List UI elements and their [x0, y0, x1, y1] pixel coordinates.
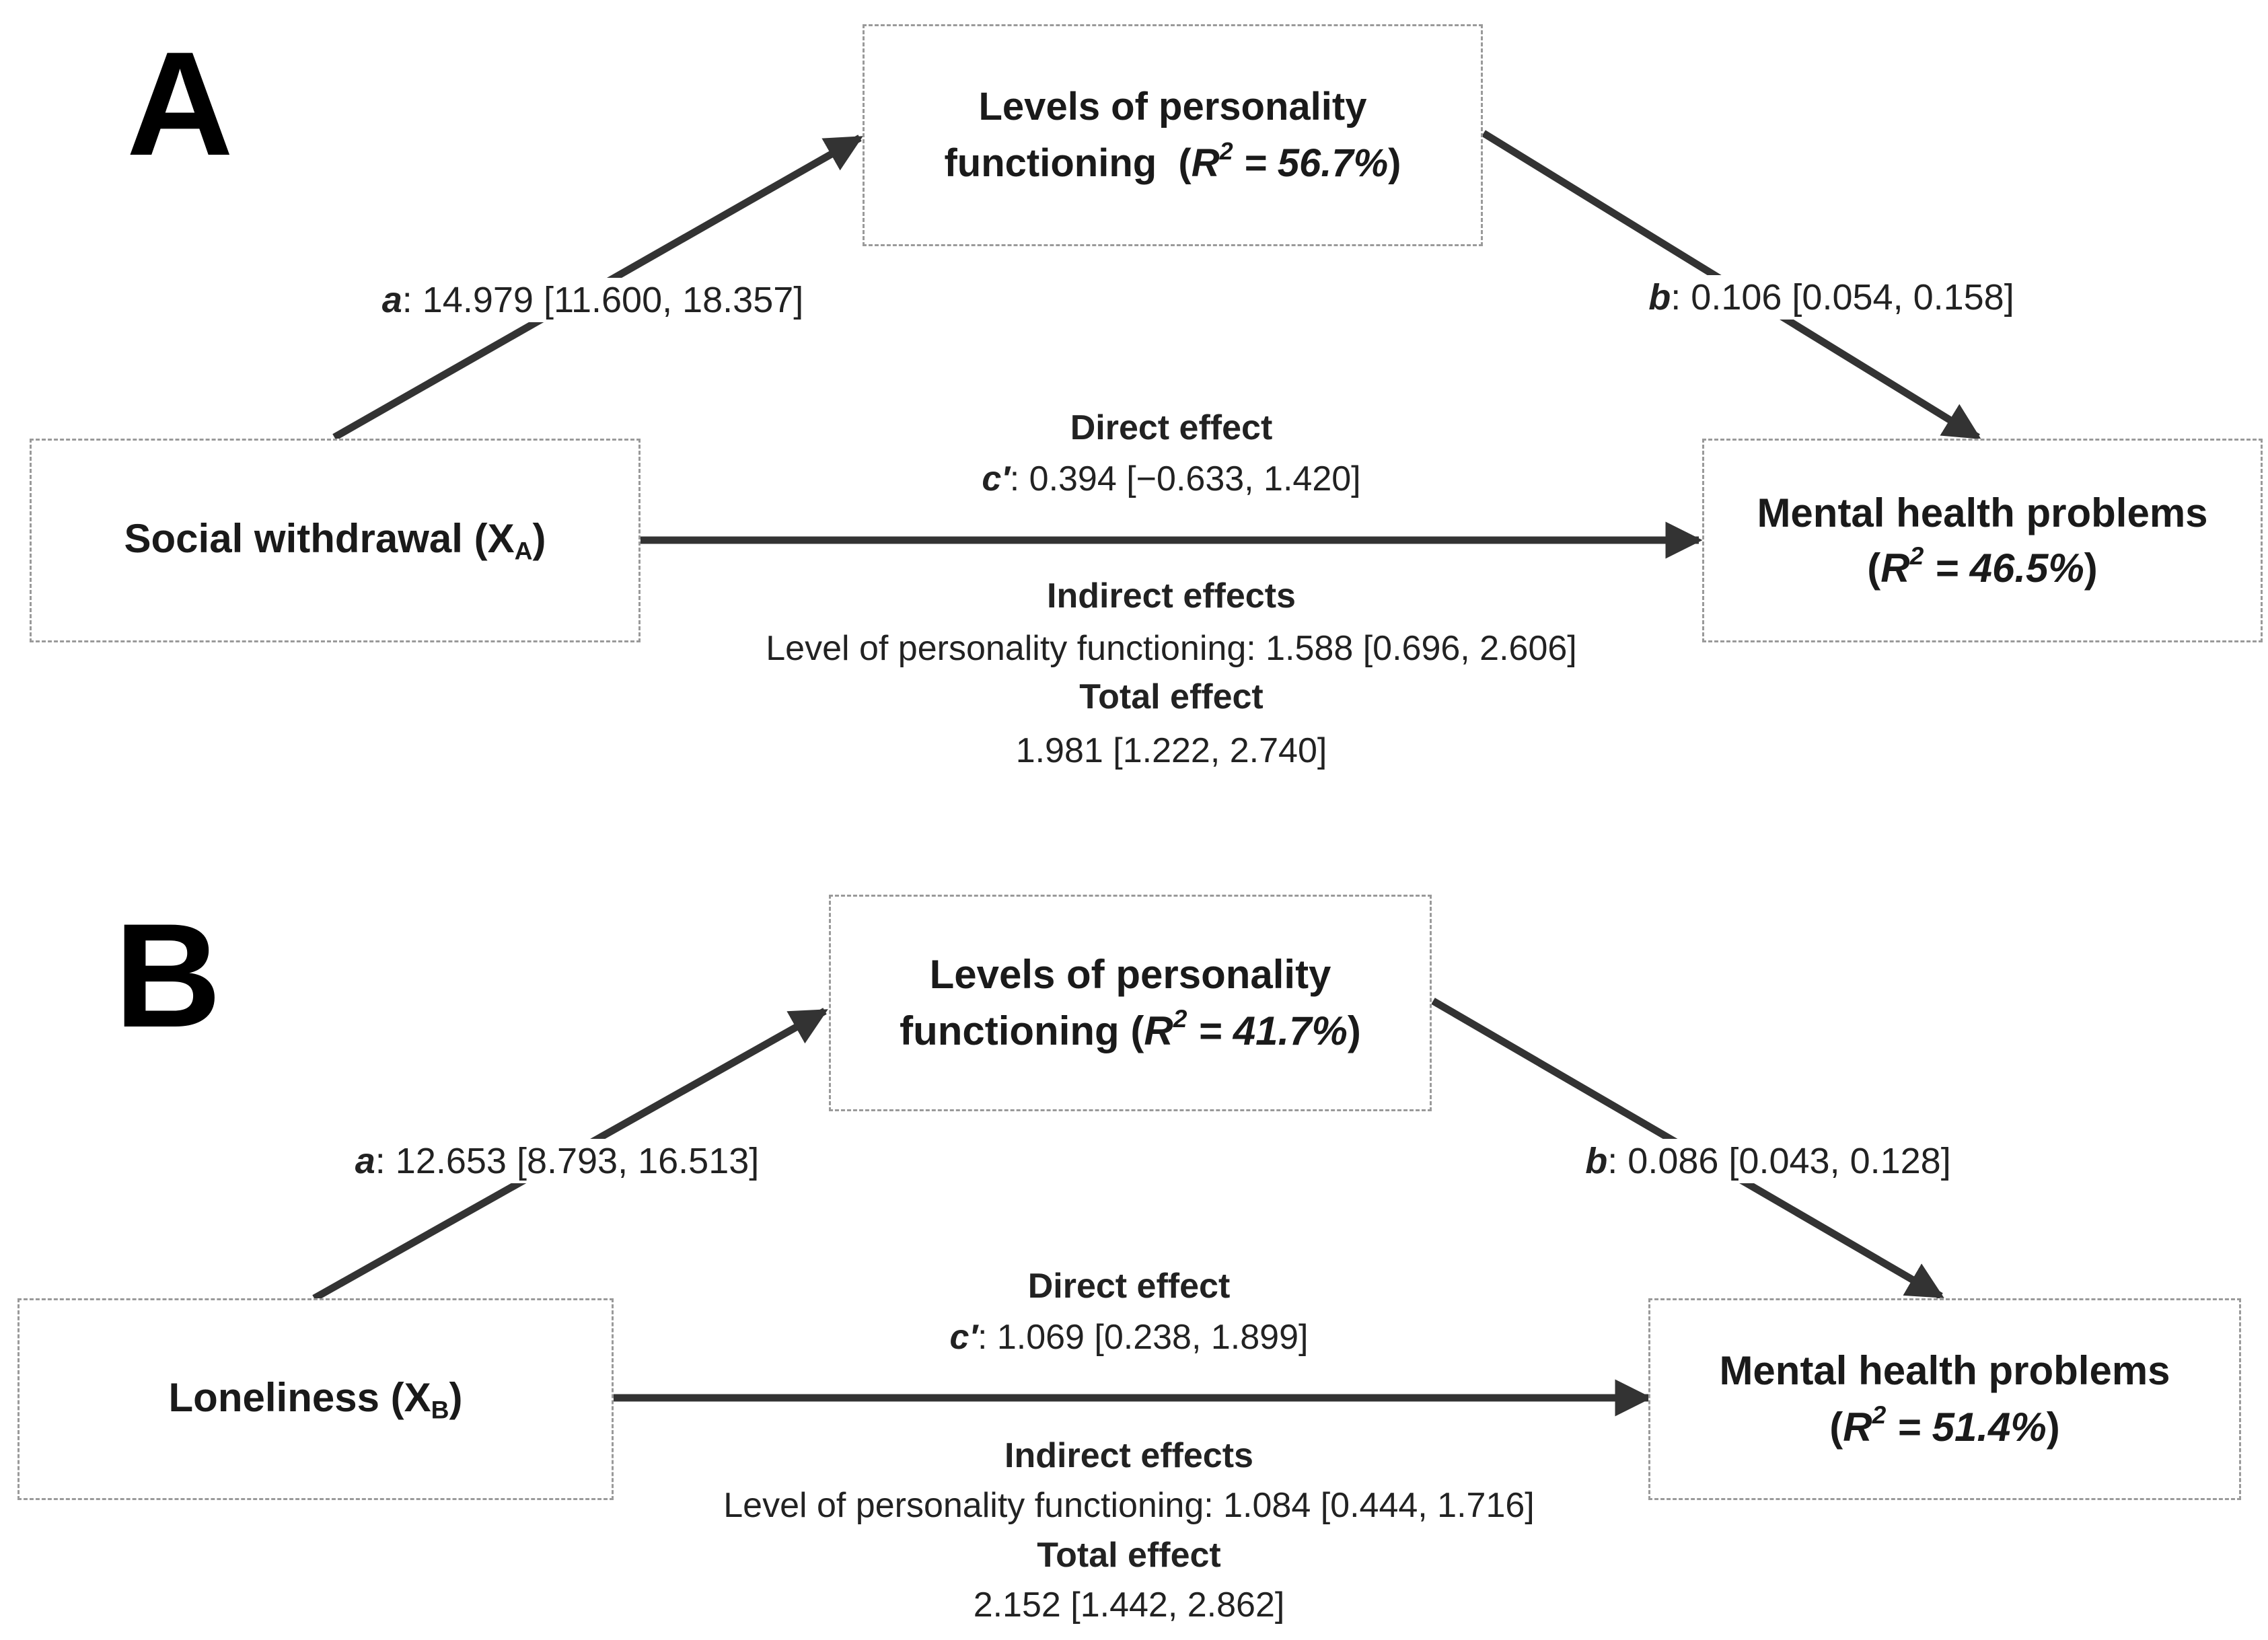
indirect-effects-title: Indirect effects [1004, 1436, 1253, 1475]
mediator-box: Levels of personality functioning (R2 = … [829, 895, 1432, 1111]
direct-effect-value: c′: 1.069 [0.238, 1.899] [949, 1318, 1309, 1357]
predictor-label: Loneliness (XB) [168, 1374, 463, 1424]
path-b-label: b: 0.106 [0.054, 0.158] [1643, 275, 2020, 320]
total-effect-value: 1.981 [1.222, 2.740] [1015, 731, 1327, 770]
total-effect-title: Total effect [1079, 677, 1264, 716]
direct-effect-title: Direct effect [1070, 408, 1273, 447]
mediator-box: Levels of personality functioning (R2 = … [863, 24, 1483, 246]
panel-label: B [114, 893, 221, 1058]
outcome-r2: (R2 = 51.4%) [1829, 1400, 2060, 1450]
mediator-line2: functioning (R2 = 41.7%) [900, 1004, 1361, 1053]
panel-b: B Levels of personality functioning (R2 … [0, 800, 2268, 1640]
indirect-effects-title: Indirect effects [1047, 576, 1296, 616]
outcome-box: Mental health problems (R2 = 46.5%) [1702, 439, 2263, 642]
direct-effect-title: Direct effect [1027, 1267, 1231, 1306]
mediator-line2: functioning (R2 = 56.7%) [944, 137, 1401, 185]
outcome-line1: Mental health problems [1719, 1348, 2170, 1393]
panel-label: A [126, 21, 233, 186]
path-a-label: a: 14.979 [11.600, 18.357] [376, 278, 809, 322]
outcome-r2: (R2 = 46.5%) [1867, 541, 2098, 591]
panel-a: A Levels of personality functioning (R2 … [0, 0, 2268, 800]
outcome-box: Mental health problems (R2 = 51.4%) [1648, 1298, 2241, 1500]
predictor-box: Social withdrawal (XA) [30, 439, 641, 642]
total-effect-title: Total effect [1037, 1536, 1221, 1575]
total-effect-value: 2.152 [1.442, 2.862] [973, 1586, 1285, 1625]
indirect-effects-value: Level of personality functioning: 1.588 … [766, 629, 1577, 668]
outcome-line1: Mental health problems [1757, 490, 2208, 535]
predictor-box: Loneliness (XB) [17, 1298, 614, 1500]
direct-effect-value: c′: 0.394 [−0.633, 1.420] [982, 459, 1361, 498]
path-b-label: b: 0.086 [0.043, 0.128] [1580, 1139, 1956, 1183]
indirect-effects-value: Level of personality functioning: 1.084 … [723, 1486, 1535, 1525]
mediator-line1: Levels of personality [929, 952, 1331, 997]
path-a-label: a: 12.653 [8.793, 16.513] [349, 1139, 765, 1183]
predictor-label: Social withdrawal (XA) [124, 516, 546, 565]
mediator-line1: Levels of personality [978, 85, 1367, 128]
